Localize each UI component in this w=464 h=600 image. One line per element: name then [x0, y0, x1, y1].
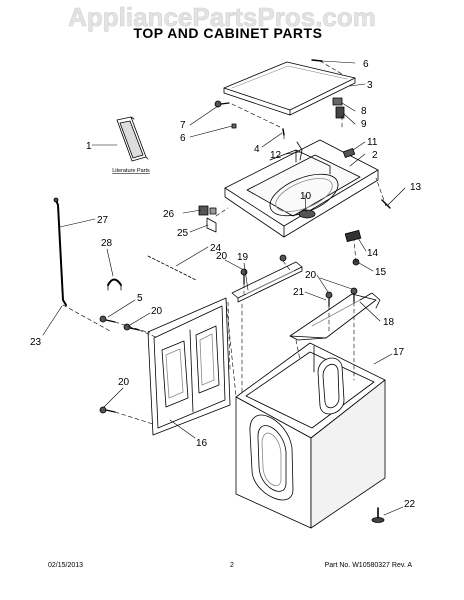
- callout-4: 4: [254, 144, 260, 155]
- callout-11: 11: [367, 137, 378, 148]
- assembly-lines: [62, 60, 387, 425]
- callout-6b: 6: [180, 133, 186, 144]
- callout-1: 1: [86, 141, 92, 152]
- rear-panel: [147, 297, 231, 436]
- callout-18: 18: [383, 317, 395, 328]
- callout-14: 14: [367, 248, 379, 259]
- callout-25: 25: [177, 228, 189, 239]
- callout-7: 7: [180, 120, 186, 131]
- literature-manual: [116, 116, 149, 162]
- cabinet: [235, 342, 386, 529]
- callout-15: 15: [375, 267, 387, 278]
- screw-20-lower: [99, 406, 116, 414]
- callout-22: 22: [404, 499, 416, 510]
- footer: 02/15/2013 2 Part No. W10580327 Rev. A: [48, 562, 412, 569]
- callout-20c: 20: [305, 270, 317, 281]
- callout-3: 3: [367, 80, 373, 91]
- footer-part-number: Part No. W10580327 Rev. A: [325, 562, 413, 569]
- callout-26: 26: [163, 209, 175, 220]
- callout-13: 13: [410, 182, 422, 193]
- leveling-foot: [371, 507, 385, 523]
- footer-page: 2: [230, 562, 234, 569]
- callout-12: 12: [270, 150, 282, 161]
- lid: [223, 61, 356, 116]
- callout-24: 24: [210, 243, 222, 254]
- callout-20a: 20: [216, 251, 228, 262]
- callout-19: 19: [237, 252, 249, 263]
- rear-rail: [231, 261, 303, 303]
- callout-27: 27: [97, 215, 109, 226]
- page-title: TOP AND CABINET PARTS: [134, 25, 323, 41]
- callout-20d: 20: [118, 377, 130, 388]
- dispenser-10: [298, 209, 316, 219]
- front-bracket: [289, 292, 381, 341]
- callout-8: 8: [361, 106, 367, 117]
- callout-21: 21: [293, 287, 305, 298]
- callout-6a: 6: [363, 59, 369, 70]
- watermark: AppliancePartsPros.com: [68, 2, 376, 32]
- screw-7: [214, 100, 230, 108]
- literature-label: Literature Parts: [112, 168, 150, 174]
- callout-5: 5: [137, 293, 143, 304]
- callout-20b: 20: [151, 306, 163, 317]
- bracket-25-26: [198, 205, 217, 233]
- screw-5: [99, 315, 116, 323]
- clip-28: [107, 278, 122, 291]
- hinge-8-9: [332, 97, 345, 119]
- screw-6: [311, 59, 323, 62]
- callout-2: 2: [372, 150, 378, 161]
- callout-numbers: 1 2 3 4 5 6 6 7 8 9 10 11 12 13 14 15 16…: [30, 59, 422, 510]
- callout-23: 23: [30, 337, 42, 348]
- footer-date: 02/15/2013: [48, 562, 83, 569]
- callout-16: 16: [196, 438, 208, 449]
- leader-lines: [42, 60, 406, 516]
- callout-28: 28: [101, 238, 113, 249]
- callout-9: 9: [361, 119, 367, 130]
- top-panel: [224, 139, 379, 238]
- callout-10: 10: [300, 191, 312, 202]
- rod-27: [53, 197, 67, 306]
- callout-17: 17: [393, 347, 405, 358]
